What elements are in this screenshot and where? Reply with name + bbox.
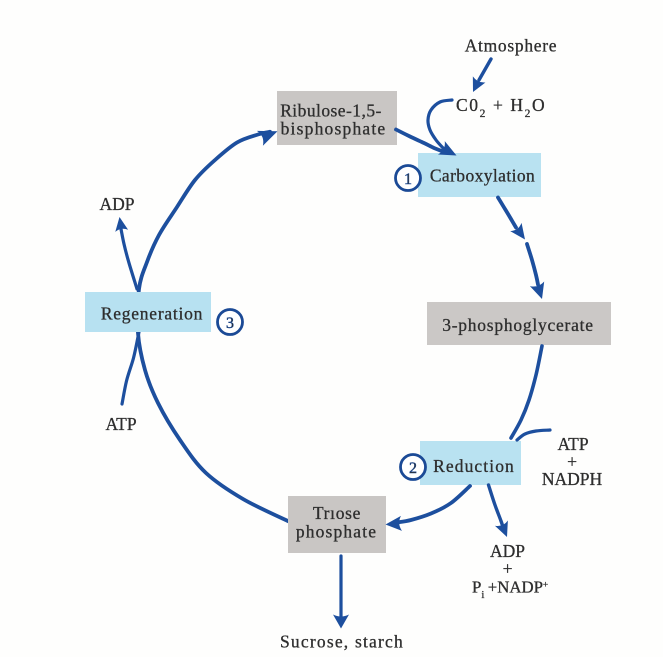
svg-text:ATP: ATP	[105, 414, 136, 434]
svg-text:Sucrose, starch: Sucrose, starch	[280, 632, 404, 652]
svg-text:Pi +NADP+: Pi +NADP+	[472, 578, 548, 602]
svg-text:Ribulose-1,5-: Ribulose-1,5-	[280, 100, 382, 120]
svg-text:bisphosphate: bisphosphate	[281, 119, 387, 139]
svg-text:3-phosphoglycerate: 3-phosphoglycerate	[442, 315, 594, 335]
svg-text:phosphate: phosphate	[296, 522, 377, 542]
svg-text:NADPH: NADPH	[542, 469, 603, 489]
svg-text:3: 3	[226, 315, 234, 332]
svg-text:ATP: ATP	[557, 434, 588, 454]
svg-text:1: 1	[404, 171, 412, 188]
svg-text:C02 + H2O: C02 + H2O	[456, 95, 546, 120]
svg-text:ADP: ADP	[99, 194, 134, 214]
svg-text:Carboxylation: Carboxylation	[430, 165, 535, 185]
svg-text:Atmosphere: Atmosphere	[465, 36, 558, 56]
svg-text:+: +	[567, 452, 577, 472]
svg-text:Regeneration: Regeneration	[101, 304, 203, 324]
svg-text:ADP: ADP	[490, 541, 525, 561]
svg-text:+: +	[503, 559, 513, 579]
svg-text:2: 2	[409, 460, 417, 477]
svg-text:Trıose: Trıose	[313, 503, 361, 523]
svg-text:Reduction: Reduction	[433, 456, 515, 476]
